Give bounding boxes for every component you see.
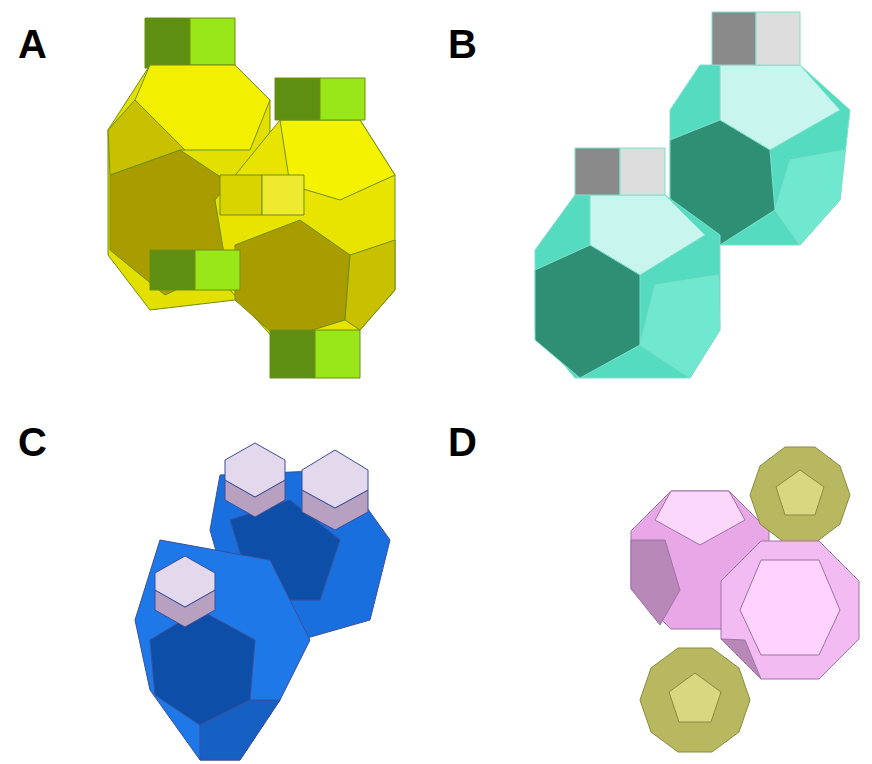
cage-body <box>535 195 720 378</box>
dodecahedron-face <box>776 470 824 515</box>
panel-label: A <box>18 24 47 64</box>
cube-face <box>190 18 235 68</box>
cube-face <box>320 78 365 120</box>
cube-face <box>145 18 190 68</box>
ring-face <box>575 148 620 195</box>
panel-label: C <box>18 422 47 462</box>
cube-face <box>275 78 320 120</box>
cage-face <box>200 700 280 760</box>
panel-label-holder: A <box>18 24 47 64</box>
panel-label-holder: B <box>448 24 477 64</box>
pink-cage-pair <box>631 447 859 752</box>
prism-top <box>302 450 368 508</box>
blue-cage-pair <box>135 443 390 760</box>
cage-face <box>655 491 745 545</box>
cage-body <box>215 120 395 340</box>
cube-face <box>220 175 262 215</box>
yellow-cage-pair <box>108 18 395 378</box>
cage-face <box>108 100 185 175</box>
panel-label-holder: C <box>18 422 47 462</box>
prism-top <box>225 443 285 497</box>
cage-face <box>631 540 680 625</box>
dodecahedron-face <box>669 673 721 722</box>
teal-cage-pair <box>535 12 850 378</box>
cube-face <box>315 330 360 378</box>
ring-face <box>620 148 665 195</box>
cube-face <box>262 175 304 215</box>
cage-face <box>235 220 350 340</box>
ring-face <box>712 12 756 65</box>
ring-face <box>756 12 800 65</box>
cage-face <box>640 275 720 378</box>
cube-face <box>150 250 195 290</box>
panel-label: D <box>448 422 477 462</box>
panel-label-holder: D <box>448 422 477 462</box>
prism-top <box>155 556 215 607</box>
cage-face <box>775 150 845 245</box>
cage-face <box>345 240 395 330</box>
cube-face <box>270 330 315 378</box>
cage-face <box>535 245 640 378</box>
dodecahedron <box>640 648 750 752</box>
cage-body <box>721 541 859 679</box>
cube-face <box>195 250 240 290</box>
cage-face <box>740 560 840 655</box>
dodecahedron <box>750 447 850 543</box>
panel-label: B <box>448 24 477 64</box>
cage-body <box>135 540 310 760</box>
